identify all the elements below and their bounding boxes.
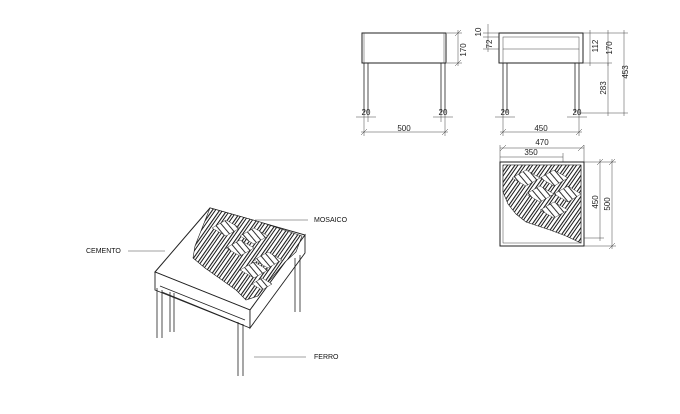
cemento-label: CEMENTO: [86, 248, 121, 255]
top-width-outer-label: 470: [535, 138, 549, 147]
side-view-top: [498, 32, 584, 64]
front-view-top: [361, 32, 447, 64]
ferro-label: FERRO: [314, 354, 339, 361]
top-width-inner-label: 350: [524, 148, 538, 157]
side-dim-10-label: 10: [474, 27, 483, 36]
side-dim-112-label: 112: [591, 39, 600, 52]
side-width-label: 450: [534, 124, 548, 133]
side-dim-283-label: 283: [599, 81, 608, 95]
front-leg-right-label: 20: [439, 108, 448, 117]
side-dim-170-label: 170: [605, 41, 614, 55]
perspective-view: MOSAICO CEMENTO FERRO: [86, 207, 348, 376]
top-view-mosaic: [502, 164, 582, 244]
mosaico-label: MOSAICO: [314, 217, 348, 224]
side-dim-453-label: 453: [621, 65, 630, 79]
front-height-label: 170: [459, 43, 468, 57]
front-view: 170 20 20 500: [356, 29, 468, 136]
front-width-label: 500: [397, 124, 411, 133]
side-dim-72-label: 72: [485, 39, 494, 48]
side-leg-right-label: 20: [573, 108, 582, 117]
top-view: 470 350 450 500: [499, 138, 616, 250]
front-leg-left-label: 20: [362, 108, 371, 117]
top-depth-inner-label: 450: [591, 195, 600, 209]
side-leg-left-label: 20: [501, 108, 510, 117]
top-depth-outer-label: 500: [603, 197, 612, 211]
side-view: 10 72 112 170 283 453 20 20 450: [474, 24, 630, 136]
